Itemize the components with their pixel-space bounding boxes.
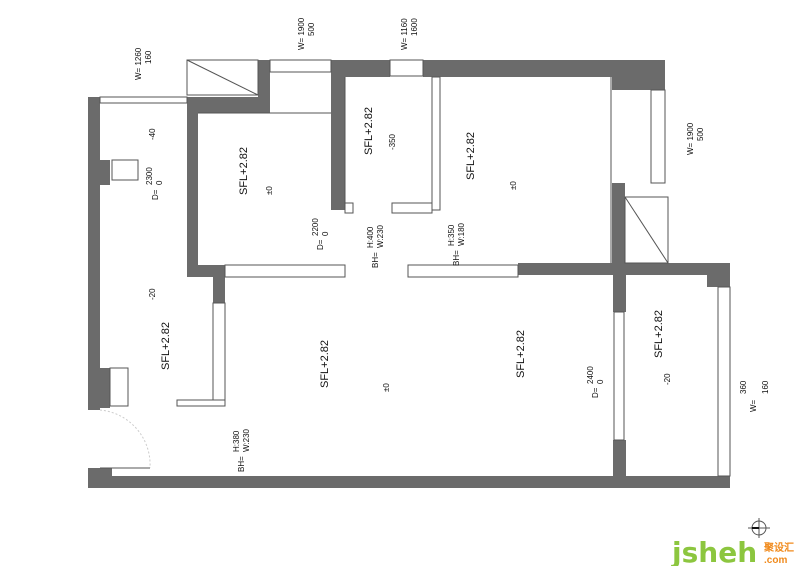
floor-level-living: SFL+2.82 bbox=[319, 340, 331, 388]
elevation-bedroom-1: ±0 bbox=[265, 186, 274, 195]
door-tag-offset: 0 bbox=[596, 379, 605, 384]
beam-tag-width: W:230 bbox=[242, 428, 251, 452]
logo-text: jsheh bbox=[671, 536, 757, 566]
door-tag-height: 2400 bbox=[586, 366, 595, 384]
door-tags: D= 2300 0 D= 2200 0 D= 2400 0 bbox=[145, 167, 605, 398]
window-tag-height: 500 bbox=[696, 127, 705, 141]
window-tag-width: W= 1160 bbox=[400, 18, 409, 50]
beam-tag-width: W:180 bbox=[457, 222, 466, 246]
logo-suffix: .com bbox=[764, 555, 787, 566]
window-tag-height: 500 bbox=[307, 22, 316, 36]
floor-level-balcony: SFL+2.82 bbox=[653, 310, 665, 358]
door-tag-offset: 0 bbox=[155, 180, 164, 185]
floor-level-corridor: SFL+2.82 bbox=[160, 322, 172, 370]
beam-tags: BH= H:400 W:230 BH= H:350 W:180 BH= H:38… bbox=[232, 222, 466, 472]
window-tags: W= 1260 160 W= 1900 500 W= 1160 1600 W= … bbox=[134, 17, 770, 412]
walls bbox=[88, 60, 730, 488]
elevation-bedroom-2: -350 bbox=[388, 133, 397, 150]
entry-door-swing bbox=[99, 409, 151, 469]
window-tag-width: W= 1900 bbox=[297, 17, 306, 50]
window-tag-width: W= 1260 bbox=[134, 47, 143, 80]
logo-cn: 聚设汇 bbox=[763, 541, 794, 554]
beam-tag-prefix: BH= bbox=[237, 456, 246, 472]
watermark-logo: jsheh .com 聚设汇 bbox=[671, 536, 794, 566]
elevation-living: ±0 bbox=[382, 383, 391, 392]
partitions bbox=[109, 76, 612, 407]
window-tag-width: W= 1900 bbox=[686, 122, 695, 155]
window-tag-height: 160 bbox=[144, 50, 153, 64]
door-tag-height: 2200 bbox=[311, 218, 320, 236]
floor-level-dining: SFL+2.82 bbox=[515, 330, 527, 378]
ducts bbox=[186, 59, 669, 264]
beam-tag-height: H:350 bbox=[447, 224, 456, 246]
floor-level-bedroom-3: SFL+2.82 bbox=[465, 132, 477, 180]
beam-tag-width: W:230 bbox=[376, 224, 385, 248]
window-tag-height: 160 bbox=[761, 380, 770, 394]
door-tag-offset: 0 bbox=[321, 231, 330, 236]
door-tag-prefix: D= bbox=[591, 387, 600, 398]
floor-level-bedroom-1: SFL+2.82 bbox=[238, 147, 250, 195]
door-tag-height: 2300 bbox=[145, 167, 154, 185]
north-arrow-icon bbox=[748, 518, 770, 538]
elevation-bedroom-3: ±0 bbox=[509, 181, 518, 190]
windows bbox=[99, 59, 731, 477]
beam-tag-height: H:380 bbox=[232, 430, 241, 452]
elevation-bathroom: -40 bbox=[148, 128, 157, 140]
elevation-balcony: -20 bbox=[663, 373, 672, 385]
window-tag-height: 1600 bbox=[410, 18, 419, 36]
beam-tag-prefix: BH= bbox=[452, 250, 461, 266]
beam-tag-prefix: BH= bbox=[371, 252, 380, 268]
elevation-corridor: -20 bbox=[148, 288, 157, 300]
window-tag-sill: 360 bbox=[739, 380, 748, 394]
door-tag-prefix: D= bbox=[316, 239, 325, 250]
door-tag-prefix: D= bbox=[151, 189, 160, 200]
room-labels: SFL+2.82 ±0 -40 SFL+2.82 -350 SFL+2.82 ±… bbox=[148, 107, 672, 392]
floor-level-bedroom-2: SFL+2.82 bbox=[363, 107, 375, 155]
beam-tag-height: H:400 bbox=[366, 226, 375, 248]
window-tag-width: W= bbox=[749, 399, 758, 412]
